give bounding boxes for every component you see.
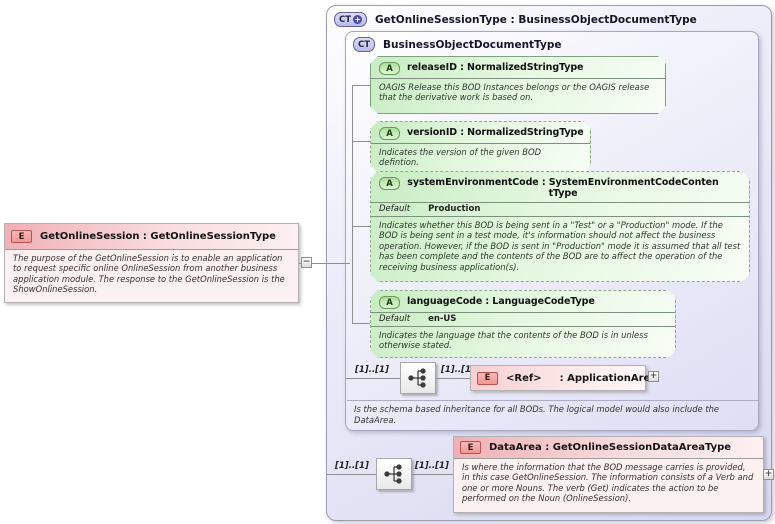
connector-line [327,474,376,475]
complex-type-badge-icon: CT + [334,12,368,27]
element-ref-node-applicationarea[interactable]: E <Ref> : ApplicationArea [470,365,657,391]
attribute-title: systemEnvironmentCode : SystemEnvironmen… [407,177,719,199]
attribute-header: A languageCode : LanguageCodeType [371,291,675,313]
element-ref-header[interactable]: E <Ref> : ApplicationArea [471,366,657,390]
element-description: Is where the information that the BOD me… [462,462,754,504]
ct-badge-label: CT [358,39,371,50]
attribute-header: A systemEnvironmentCode : SystemEnvironm… [371,172,749,203]
complex-type-node-getonlinesessiontype[interactable]: CT + GetOnlineSessionType : BusinessObje… [326,5,774,521]
cardinality-label: [1]..[1] [415,461,449,471]
attribute-node-languagecode[interactable]: A languageCode : LanguageCodeType Defaul… [370,290,676,358]
attribute-default-row: Default en-US [371,313,675,327]
connector-line [352,141,370,142]
element-title: DataArea : GetOnlineSessionDataAreaType [489,442,732,453]
element-description: The purpose of the GetOnlineSession is t… [13,253,285,295]
expand-icon[interactable]: + [763,469,774,480]
element-ref-type: : ApplicationArea [559,372,658,384]
attribute-badge-icon: A [379,177,400,190]
sequence-glyph [384,464,402,484]
sequence-compositor-icon [376,458,412,490]
base-type-header[interactable]: CT BusinessObjectDocumentType [346,32,758,52]
element-node-getonlinesession[interactable]: E GetOnlineSession : GetOnlineSessionTyp… [4,223,299,303]
attribute-badge-icon: A [379,62,400,75]
attribute-description: Indicates the language that the contents… [379,330,648,351]
attribute-header: A releaseID : NormalizedStringType [371,57,665,79]
sequence-glyph [408,368,426,388]
default-value: en-US [428,314,457,324]
attribute-node-systemenvironmentcode[interactable]: A systemEnvironmentCode : SystemEnvironm… [370,171,750,282]
base-type-node-businessobjectdocumenttype[interactable]: CT BusinessObjectDocumentType A releaseI… [345,31,759,431]
collapse-icon[interactable]: − [301,257,312,268]
attribute-header: A versionID : NormalizedStringType [371,122,590,144]
element-node-dataarea[interactable]: E DataArea : GetOnlineSessionDataAreaTyp… [453,436,764,513]
connector-line [436,378,470,379]
cardinality-label: [1]..[1] [355,365,389,375]
element-node-header[interactable]: E GetOnlineSession : GetOnlineSessionTyp… [5,224,298,250]
base-type-note: Is the schema based inheritance for all … [354,404,720,425]
element-title: GetOnlineSession : GetOnlineSessionType [40,231,276,242]
connector-line [352,323,370,324]
attribute-node-releaseid[interactable]: A releaseID : NormalizedStringType OAGIS… [370,56,666,114]
cardinality-label: [1]..[1] [335,461,369,471]
connector-line [352,85,353,324]
divider [347,400,758,401]
expand-icon[interactable]: + [648,371,659,382]
default-label: Default [379,204,411,214]
ct-badge-label: CT [339,14,352,25]
element-node-header[interactable]: E DataArea : GetOnlineSessionDataAreaTyp… [454,437,763,459]
connector-line [299,263,350,264]
default-label: Default [379,314,411,324]
attribute-description: Indicates the version of the given BOD d… [379,147,542,168]
attribute-default-row: Default Production [371,203,749,217]
connector-line [352,85,370,86]
attribute-title: languageCode : LanguageCodeType [407,296,595,307]
element-badge-icon: E [460,441,481,454]
element-badge-icon: E [477,371,498,385]
attribute-badge-icon: A [379,296,400,309]
attribute-title: releaseID : NormalizedStringType [407,62,584,73]
attribute-description: OAGIS Release this BOD Instances belongs… [379,82,650,103]
attribute-description: Indicates whether this BOD is being sent… [379,220,741,272]
attribute-badge-icon: A [379,127,400,140]
connector-line [346,378,400,379]
base-type-title: BusinessObjectDocumentType [383,38,562,51]
sequence-compositor-icon [400,362,436,394]
default-value: Production [428,204,481,214]
derivation-plus-icon: + [353,15,363,24]
attribute-node-versionid[interactable]: A versionID : NormalizedStringType Indic… [370,121,591,173]
base-type-badge-icon: CT [353,37,376,52]
connector-line [412,474,453,475]
attribute-title: versionID : NormalizedStringType [407,127,584,138]
complex-type-header[interactable]: CT + GetOnlineSessionType : BusinessObje… [327,6,771,27]
connector-line [352,226,370,227]
element-badge-icon: E [11,230,32,243]
element-ref-name: <Ref> [506,372,542,384]
cardinality-label: [1]..[1] [441,365,475,375]
complex-type-title: GetOnlineSessionType : BusinessObjectDoc… [375,13,697,26]
